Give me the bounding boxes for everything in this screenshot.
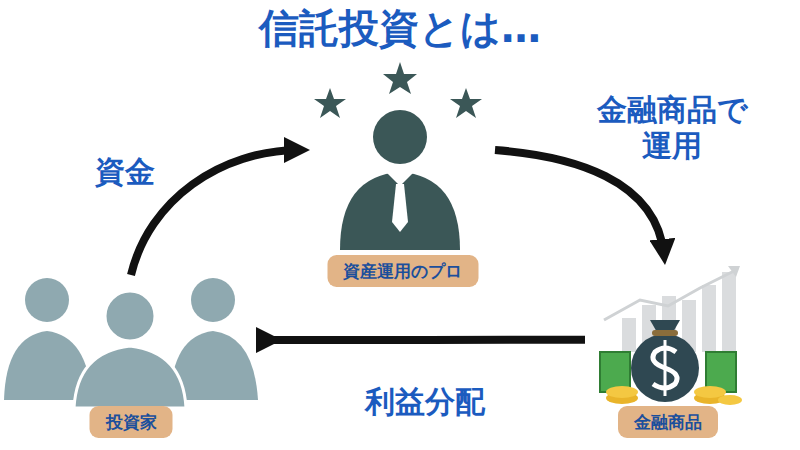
professional-icon (314, 62, 482, 250)
label-pill: 投資家 (90, 406, 173, 438)
node-group: 金融商品 (585, 265, 750, 443)
label-pill: 資産運用のプロ (327, 255, 478, 287)
edge-label: 利益分配 (350, 384, 500, 420)
node-group: 投資家 (0, 275, 262, 443)
edge-label: 資金 (85, 154, 165, 190)
money-icon (600, 266, 742, 405)
flow-arrow (495, 150, 664, 255)
investors-icon (4, 278, 258, 408)
flow-arrow (272, 336, 585, 344)
edge-label: 金融商品で 運用 (592, 92, 752, 164)
label-pill: 金融商品 (618, 406, 718, 438)
node-group: 資産運用のプロ (310, 60, 495, 292)
title: 信託投資とは… (0, 4, 800, 52)
